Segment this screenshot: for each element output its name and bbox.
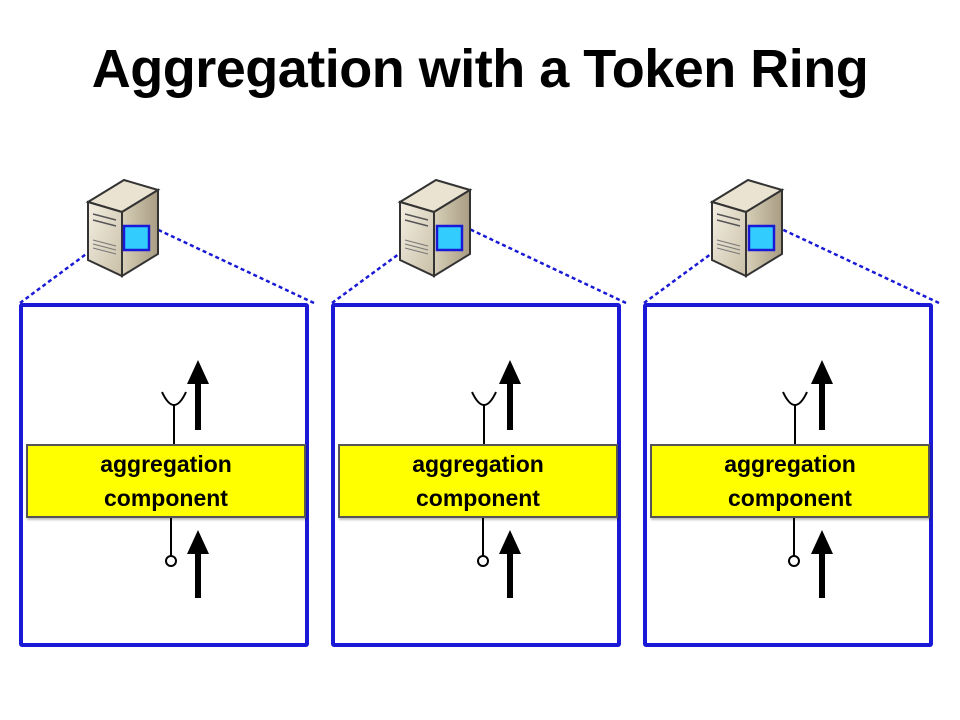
- aggregation-component-3: aggregation component: [650, 444, 930, 518]
- dashed-connector-right: [149, 224, 315, 305]
- component-label-line1: aggregation: [100, 451, 232, 477]
- component-label-line1: aggregation: [724, 451, 856, 477]
- input-arrow: [811, 530, 833, 598]
- provided-interface-top: [782, 391, 808, 444]
- node-panel-3: [643, 303, 933, 647]
- output-arrow: [811, 360, 833, 430]
- required-interface-bottom: [788, 518, 800, 567]
- server-marker: [122, 224, 151, 252]
- dashed-connector-right: [462, 224, 627, 305]
- server-marker: [435, 224, 464, 252]
- provided-interface-top: [471, 391, 497, 444]
- node-2: [331, 178, 627, 598]
- node-3: [643, 178, 940, 598]
- output-arrow: [499, 360, 521, 430]
- input-arrow: [187, 530, 209, 598]
- node-1: [19, 178, 315, 598]
- component-label-line2: component: [104, 485, 228, 511]
- output-arrow: [187, 360, 209, 430]
- aggregation-component-2: aggregation component: [338, 444, 618, 518]
- node-panel-2: [331, 303, 621, 647]
- required-interface-bottom: [165, 518, 177, 567]
- dashed-connector-right: [774, 224, 940, 305]
- input-arrow: [499, 530, 521, 598]
- component-label-line2: component: [416, 485, 540, 511]
- slide-title: Aggregation with a Token Ring: [91, 39, 869, 99]
- component-label-line1: aggregation: [412, 451, 544, 477]
- server-marker: [747, 224, 776, 252]
- component-label-line2: component: [728, 485, 852, 511]
- aggregation-component-1: aggregation component: [26, 444, 306, 518]
- provided-interface-top: [161, 391, 187, 444]
- required-interface-bottom: [477, 518, 489, 567]
- node-panel-1: [19, 303, 309, 647]
